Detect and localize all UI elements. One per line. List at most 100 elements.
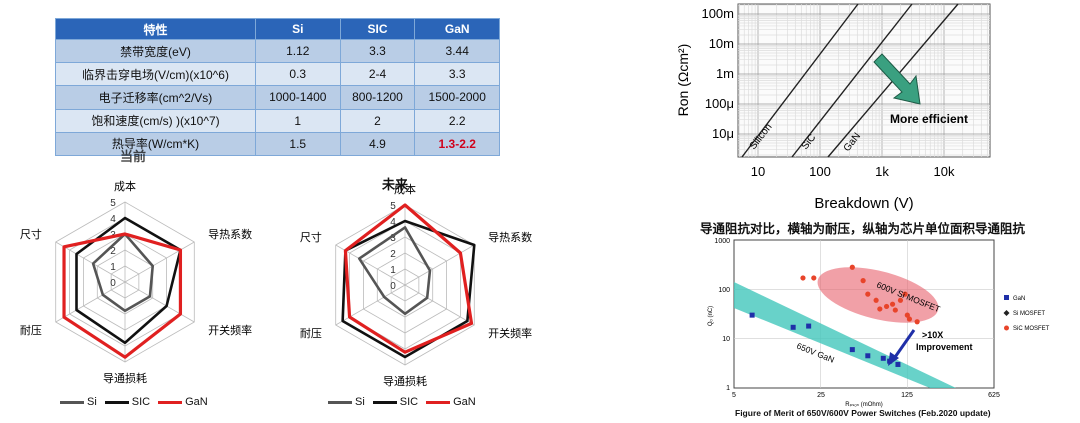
ron-xtick: 1k bbox=[875, 164, 889, 179]
legend-swatch-si bbox=[328, 400, 352, 404]
fom-xtick: 125 bbox=[901, 392, 913, 399]
legend-item-gan: GaN bbox=[426, 396, 476, 408]
fom-point-sic bbox=[892, 307, 898, 313]
radar-axis-label: 开关频率 bbox=[488, 326, 532, 340]
fom-legend-swatch-si bbox=[1003, 310, 1010, 316]
fom-point-sic bbox=[914, 319, 920, 325]
fom-point-sic bbox=[811, 275, 817, 281]
fom-legend-gan: GaN bbox=[1013, 296, 1025, 302]
table-row: 热导率(W/cm*K) 1.5 4.9 1.3-2.2 bbox=[55, 131, 500, 156]
fom-ylabel: Qₒ (nC) bbox=[708, 306, 714, 326]
fom-y-ticks: 1000 100 10 1 bbox=[714, 238, 730, 392]
radar-axis-label: 耐压 bbox=[300, 327, 322, 340]
ron-caption: 导通阻抗对比，横轴为耐压，纵轴为芯片单位面积导通阻抗 bbox=[700, 222, 1026, 236]
fom-point-gan bbox=[790, 324, 796, 330]
ron-breakdown-svg: Silicon SiC GaN More efficient 100m 10m … bbox=[675, 3, 991, 212]
radar-tick-label: 1 bbox=[110, 262, 116, 273]
table-cell: 4.9 bbox=[339, 131, 416, 156]
radar-spoke bbox=[55, 281, 126, 323]
header-gan: GaN bbox=[414, 18, 500, 40]
table-cell: 3.44 bbox=[414, 38, 500, 64]
fom-ytick: 1000 bbox=[714, 238, 730, 245]
radar-legend-future: Si SIC GaN bbox=[328, 396, 480, 408]
gan-band bbox=[734, 282, 956, 388]
fom-point-sic bbox=[865, 291, 871, 297]
legend-swatch-sic bbox=[104, 400, 129, 404]
fom-point-gan bbox=[880, 355, 886, 361]
ron-breakdown-chart: Silicon SiC GaN More efficient 100m 10m … bbox=[668, 0, 998, 215]
table-row: 电子迁移率(cm^2/Vs) 1000-1400 800-1200 1500-2… bbox=[55, 85, 500, 110]
table-cell: 2 bbox=[339, 108, 416, 133]
radar-tick-label: 4 bbox=[110, 214, 116, 225]
ron-ytick: 1m bbox=[716, 66, 734, 81]
radar-axis-label: 开关频率 bbox=[208, 323, 252, 337]
table-cell: 1000-1400 bbox=[255, 85, 341, 110]
radar-tick-label: 2 bbox=[110, 246, 116, 257]
fom-point-gan bbox=[849, 347, 855, 353]
radar-axis-label: 导通损耗 bbox=[103, 371, 147, 385]
fom-caption: Figure of Merit of 650V/600V Power Switc… bbox=[735, 408, 991, 418]
table-cell: 2-4 bbox=[339, 62, 416, 87]
ron-annotation: More efficient bbox=[890, 112, 968, 126]
radar-title-future: 未来 bbox=[382, 177, 409, 192]
radar-axis-label: 导通损耗 bbox=[383, 374, 427, 388]
radar-spoke bbox=[404, 244, 475, 286]
table-cell: 0.3 bbox=[255, 62, 341, 87]
fom-legend-si: Si MOSFET bbox=[1013, 311, 1045, 317]
fom-point-gan bbox=[749, 312, 755, 318]
table-cell: 热导率(W/cm*K) bbox=[55, 131, 256, 156]
table-cell-highlight: 1.3-2.2 bbox=[414, 131, 500, 156]
radar-axis-label: 尺寸 bbox=[20, 227, 42, 241]
legend-label-sic: SIC bbox=[399, 396, 419, 408]
legend-item-si: Si bbox=[60, 396, 97, 408]
ron-xtick: 10k bbox=[934, 164, 955, 179]
table-cell: 1 bbox=[255, 108, 341, 133]
fom-svg: 600V Si MOSFET 650V GaN >10X Improvement… bbox=[708, 238, 1050, 408]
radar-spoke bbox=[124, 241, 195, 283]
legend-swatch-gan bbox=[426, 400, 451, 404]
si-mosfet-ellipse bbox=[817, 267, 939, 323]
legend-label-sic: SIC bbox=[131, 396, 151, 408]
ron-ytick: 100μ bbox=[705, 96, 734, 111]
radar-tick-label: 1 bbox=[390, 265, 396, 276]
header-sic: SIC bbox=[339, 18, 416, 40]
fom-xlabel: Rₚₛₒₙ (mOhm) bbox=[845, 402, 882, 408]
radar-spoke bbox=[335, 244, 406, 286]
table-cell: 800-1200 bbox=[339, 85, 416, 110]
legend-label-gan: GaN bbox=[185, 396, 208, 408]
ron-ytick: 10m bbox=[709, 36, 734, 51]
table-cell: 3.3 bbox=[339, 38, 416, 64]
table-cell: 临界击穿电场(V/cm)(x10^6) bbox=[55, 62, 256, 87]
table-header-row: 特性 Si SIC GaN bbox=[55, 18, 500, 40]
improvement-arrowhead-icon bbox=[888, 352, 899, 366]
fom-xtick: 625 bbox=[988, 392, 1000, 399]
fom-legend-swatch-gan bbox=[1004, 295, 1009, 300]
radar-tick-label: 3 bbox=[390, 233, 396, 244]
fom-point-sic bbox=[860, 278, 866, 284]
fom-ytick: 10 bbox=[722, 336, 730, 343]
radar-axis-label: 耐压 bbox=[20, 324, 42, 337]
legend-item-gan: GaN bbox=[158, 396, 208, 408]
radar-tick-label: 2 bbox=[390, 249, 396, 260]
fom-legend-sic: SiC MOSFET bbox=[1013, 326, 1050, 332]
radar-series-gan bbox=[343, 203, 474, 354]
overlay-label-current: 当前 bbox=[120, 149, 147, 164]
radar-tick-label: 4 bbox=[390, 217, 396, 228]
radar-spoke bbox=[404, 284, 475, 326]
table-row: 禁带宽度(eV) 1.12 3.3 3.44 bbox=[55, 38, 500, 64]
radar-spoke bbox=[335, 284, 406, 326]
legend-item-sic: SIC bbox=[104, 396, 151, 408]
ron-x-ticks: 10 100 1k 10k bbox=[751, 164, 955, 179]
legend-item-sic: SIC bbox=[372, 396, 419, 408]
ron-line-sic bbox=[791, 3, 913, 158]
table-cell: 2.2 bbox=[414, 108, 500, 133]
fom-xtick: 25 bbox=[817, 392, 825, 399]
radar-axis-label: 导热系数 bbox=[488, 231, 532, 244]
fom-point-sic bbox=[906, 316, 913, 322]
legend-swatch-sic bbox=[372, 400, 397, 404]
radar-series-gan bbox=[62, 232, 183, 359]
fom-point-sic bbox=[873, 297, 879, 303]
